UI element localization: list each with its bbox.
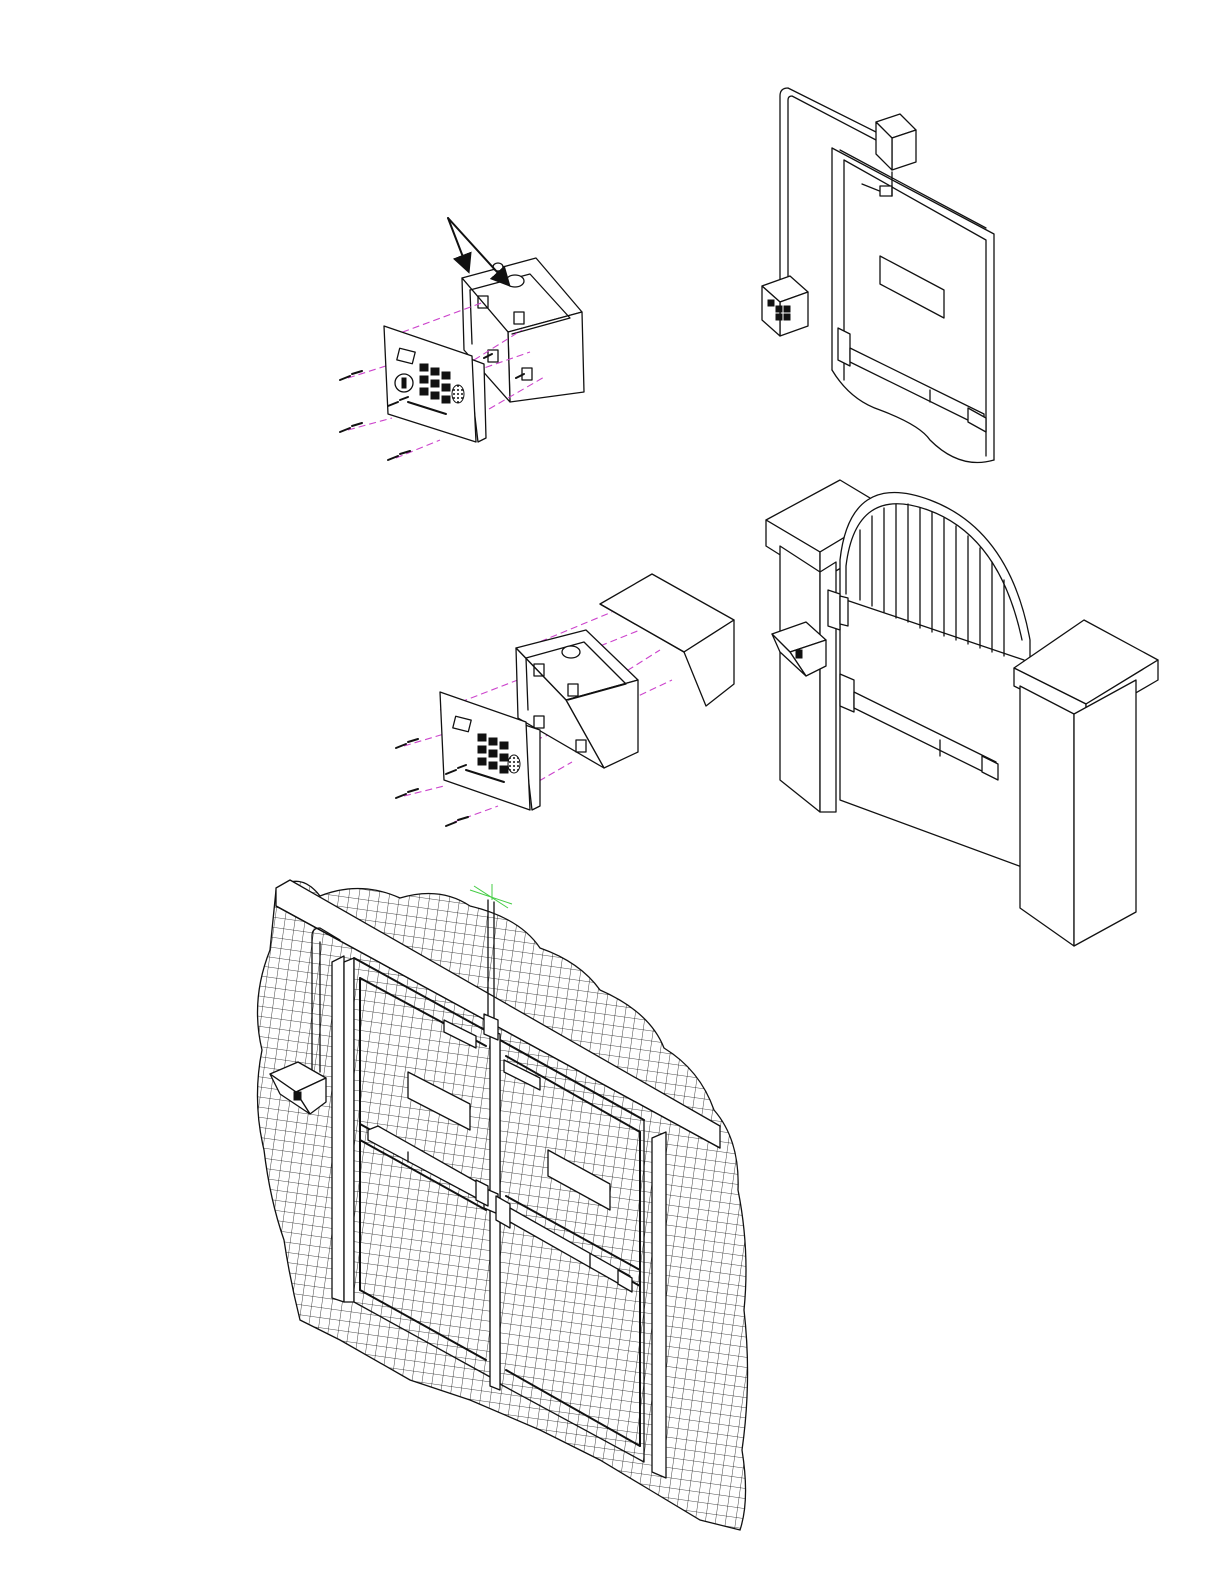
wall-keypad [762,276,808,336]
junction-box [876,114,916,170]
surface-mount-exploded-view [340,218,584,460]
double-gate-installation [257,880,747,1530]
door-window [880,256,944,318]
conduit [780,88,876,288]
panic-bar [838,328,986,432]
gate-installation [766,480,1158,946]
speaker-grille [452,385,464,403]
right-pillar [1014,620,1158,946]
knockout-hole [506,275,524,287]
arched-gate [840,493,1030,871]
hooded-mount-exploded-view [396,574,734,826]
door-installation [762,88,994,463]
speaker-grille-2 [508,755,520,773]
